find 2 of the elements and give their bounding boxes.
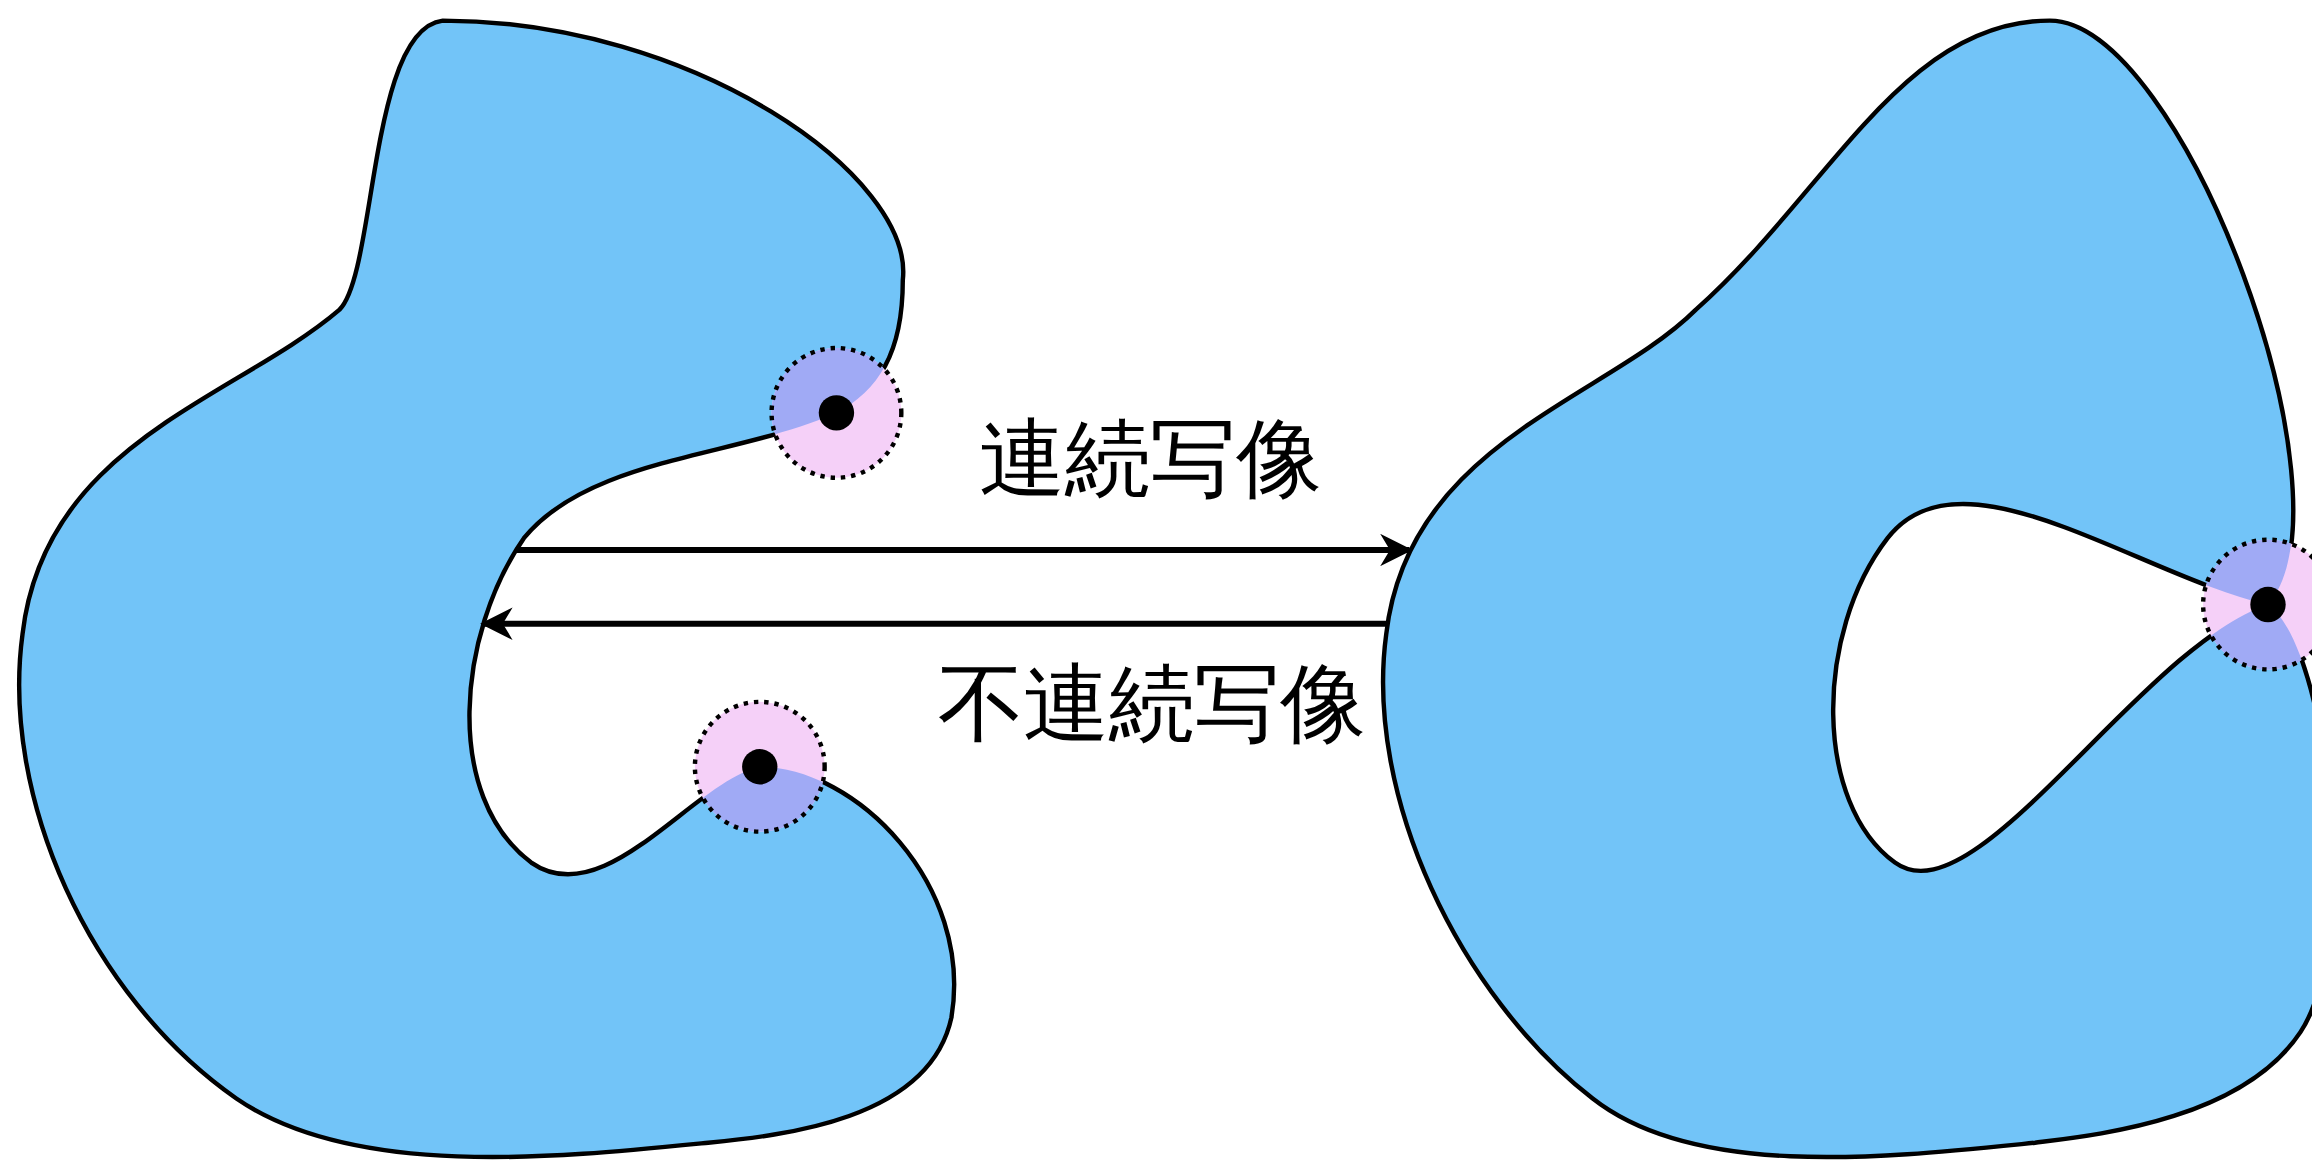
arrow (515, 533, 1413, 567)
arrow (480, 607, 1388, 640)
